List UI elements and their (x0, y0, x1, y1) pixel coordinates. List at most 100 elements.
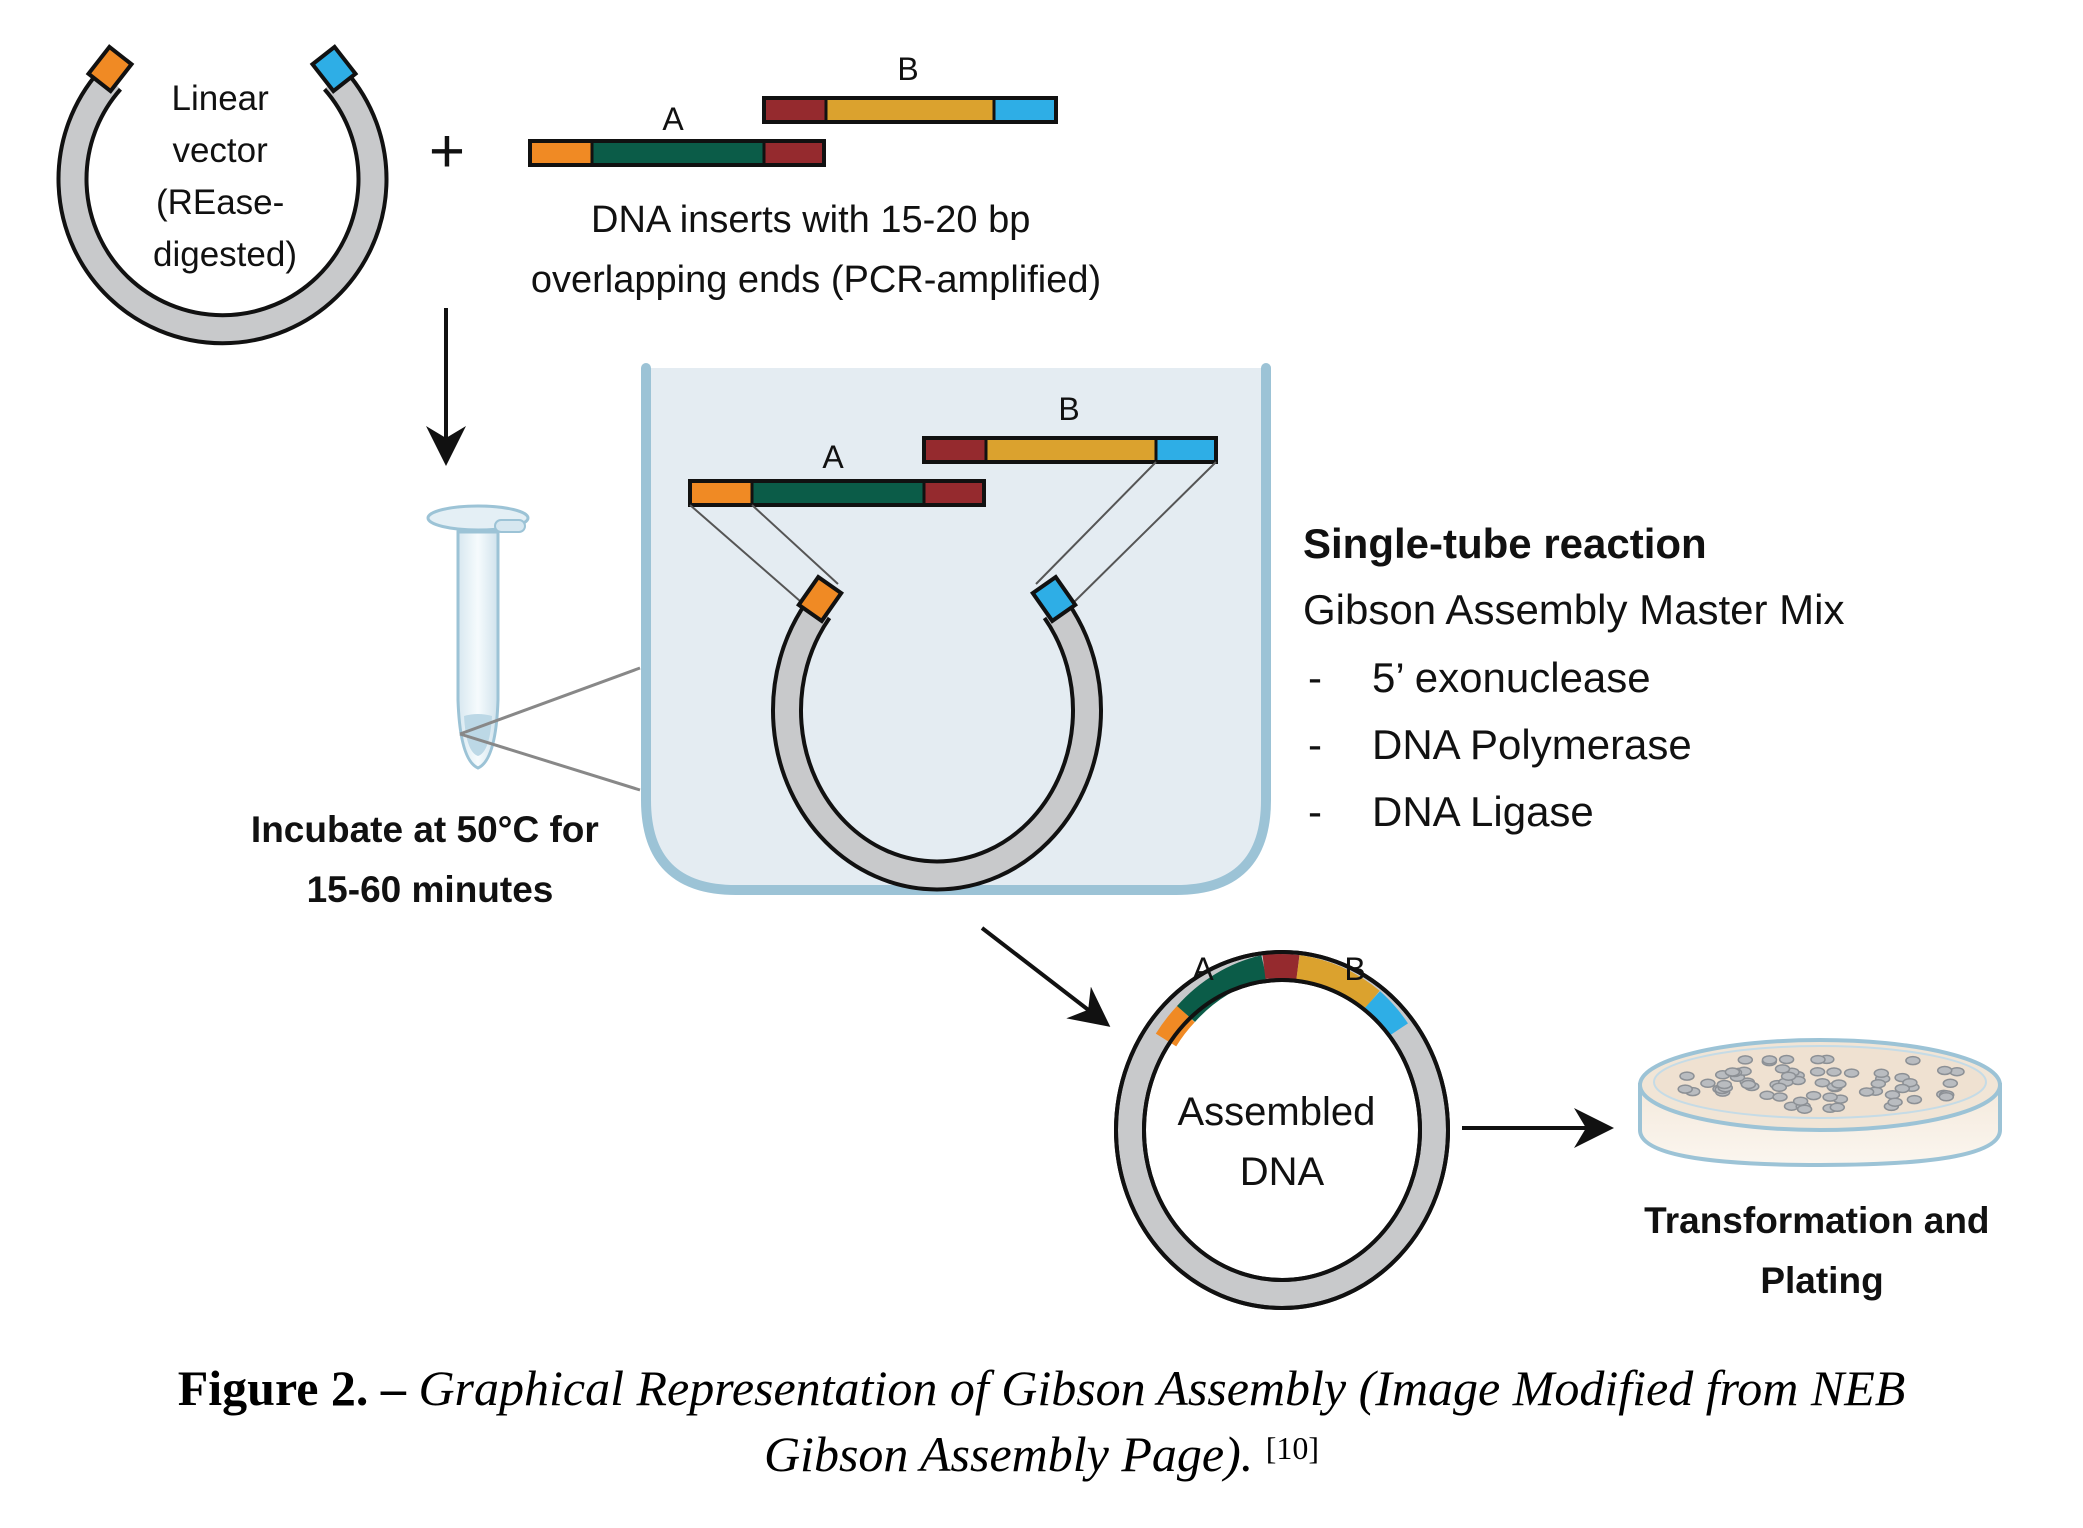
component-list: - 5’ exonuclease - DNA Polymerase - DNA … (1308, 654, 1692, 835)
colony (1774, 1064, 1791, 1074)
colony (1724, 1067, 1741, 1077)
insert-b-overlap-blue (994, 98, 1056, 122)
tube-insert-b (922, 436, 1218, 464)
zoom-line (459, 732, 641, 792)
insert-a-label: A (662, 101, 684, 137)
svg-text:Transformation and Plating: Transformation and Plating (1644, 1200, 2000, 1301)
colony (1778, 1054, 1795, 1065)
petri-dish-icon (1638, 1038, 2002, 1168)
colony (1858, 1087, 1875, 1097)
assembled-label-line: Assembled (1178, 1090, 1376, 1134)
zoom-line (459, 666, 641, 736)
svg-text:DNA inserts with 15-20 bp: DNA inserts with 15-20 bp overlapping en… (531, 199, 1101, 301)
figure-caption: Figure 2. – Graphical Representation of … (0, 1355, 2083, 1487)
colony (1780, 1071, 1797, 1081)
colony (1905, 1055, 1921, 1066)
assembled-blue-segment (1363, 991, 1408, 1037)
caption-line-1: Figure 2. – Graphical Representation of … (0, 1355, 2083, 1421)
caption-text-continued: Gibson Assembly Page). (763, 1426, 1254, 1482)
colony (1936, 1065, 1953, 1076)
colony (1716, 1079, 1733, 1090)
vector-label-line: (REase- (156, 183, 284, 222)
colony (1826, 1067, 1842, 1077)
tube-insert-b-label: B (1058, 391, 1079, 427)
master-mix-label: Gibson Assembly Master Mix (1303, 586, 1845, 633)
colony (1887, 1097, 1903, 1107)
component-bullet: - (1308, 654, 1322, 701)
reaction-vessel: A B (641, 363, 1271, 895)
vector-right-overlap-blue (309, 44, 359, 94)
colony (1700, 1078, 1716, 1089)
vector-label-line: vector (172, 131, 268, 170)
caption-figure-label: Figure 2. – (177, 1360, 406, 1416)
caption-text: Graphical Representation of Gibson Assem… (418, 1360, 1906, 1416)
component-name: DNA Ligase (1372, 788, 1594, 835)
inserts-caption-line: DNA inserts with 15-20 bp (591, 199, 1030, 241)
colony (1677, 1084, 1693, 1094)
colony (1906, 1094, 1923, 1105)
linear-vector: Linear vector (REase- digested) (56, 44, 389, 346)
insert-a-body (592, 141, 764, 165)
insert-b: B (762, 51, 1058, 124)
inserts-caption-line: overlapping ends (PCR-amplified) (531, 259, 1101, 301)
insert-b-overlap-red (764, 98, 826, 122)
tube-insert-a (688, 479, 986, 507)
colony (1737, 1055, 1754, 1065)
reaction-title: Single-tube reaction (1303, 520, 1707, 567)
colony (1810, 1054, 1826, 1065)
plus-sign: + (429, 117, 465, 186)
colony (1831, 1079, 1847, 1089)
vector-label-line: digested) (153, 235, 297, 274)
colony (1942, 1078, 1959, 1089)
assembled-insert-b-segment (1296, 955, 1380, 1010)
colony (1809, 1067, 1826, 1077)
assembled-red-segment (1262, 953, 1300, 979)
plating-label-line: Plating (1760, 1260, 1883, 1301)
incubate-label-line: 15-60 minutes (307, 869, 554, 910)
assembled-b-label: B (1344, 951, 1365, 987)
colony (1740, 1079, 1757, 1090)
colony (1894, 1083, 1911, 1094)
assembled-label-line: DNA (1240, 1150, 1325, 1194)
assembled-a-label: A (1192, 951, 1214, 987)
colony (1771, 1082, 1788, 1093)
caption-reference: [10] (1265, 1430, 1320, 1466)
plating-label-line: Transformation and (1644, 1200, 1989, 1241)
colony (1796, 1104, 1813, 1114)
insert-b-label: B (897, 51, 918, 87)
insert-b-body (826, 98, 994, 122)
insert-a: A (528, 101, 826, 167)
colony (1843, 1068, 1860, 1078)
tube-insert-a-label: A (822, 439, 844, 475)
colony (1679, 1071, 1695, 1081)
colony (1805, 1090, 1822, 1101)
colony (1759, 1090, 1775, 1101)
colony (1772, 1092, 1788, 1102)
diagonal-arrow (980, 926, 1111, 1027)
component-bullet: - (1308, 788, 1322, 835)
assembled-orange-segment (1155, 1005, 1195, 1047)
insert-a-overlap-orange (530, 141, 592, 165)
caption-line-2: Gibson Assembly Page). [10] (0, 1421, 2083, 1487)
colony (1829, 1102, 1846, 1113)
assembled-insert-a-segment (1177, 955, 1267, 1023)
colony (1873, 1068, 1890, 1079)
incubate-label-line: Incubate at 50°C for (251, 809, 599, 850)
colony (1938, 1092, 1955, 1102)
assembled-plasmid: A B Assembled DNA (1114, 950, 1450, 1310)
bacterial-colonies (1677, 1054, 1965, 1114)
colony (1822, 1092, 1838, 1102)
vector-label-line: Linear (171, 79, 269, 118)
colony (1814, 1077, 1831, 1088)
colony (1761, 1055, 1778, 1065)
svg-text:Linear vector (REa: Linear vector (REase- digested) (153, 79, 297, 274)
component-bullet: - (1308, 721, 1322, 768)
component-name: 5’ exonuclease (1372, 654, 1651, 701)
colony (1870, 1078, 1887, 1089)
vector-left-overlap-orange (85, 44, 135, 94)
insert-a-overlap-red (764, 141, 824, 165)
component-name: DNA Polymerase (1372, 721, 1692, 768)
svg-text:Incubate at 50°C for 15-60: Incubate at 50°C for 15-60 minutes (251, 809, 609, 910)
colony (1792, 1096, 1809, 1106)
